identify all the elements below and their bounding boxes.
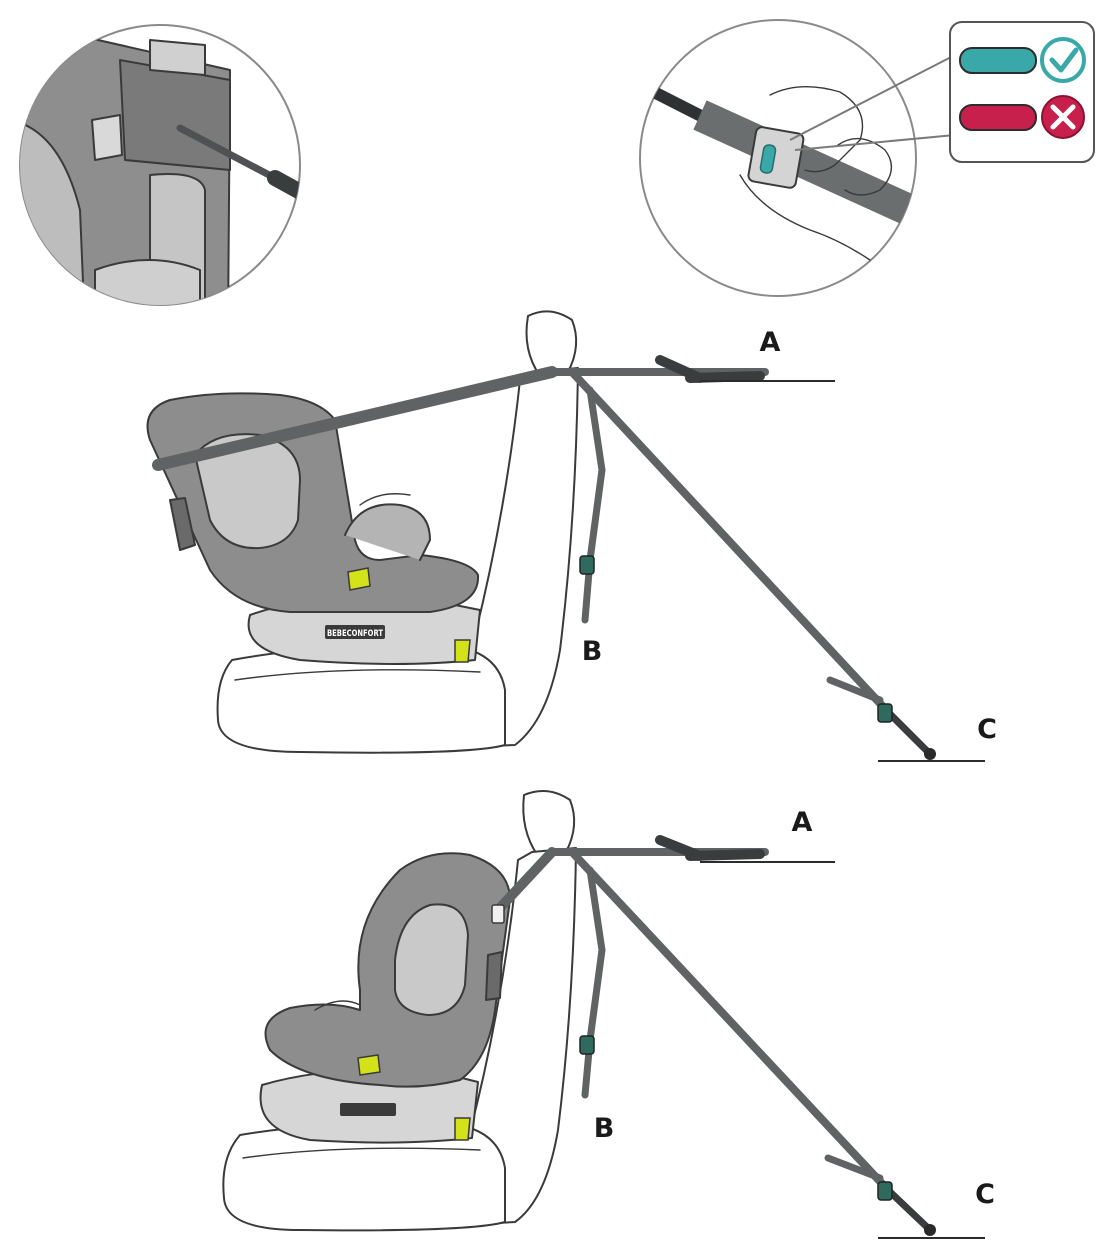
label-a-top: A: [760, 327, 781, 358]
vehicle-seat: [216, 310, 579, 754]
tether-detail-inset: [19, 24, 301, 306]
scene-rear-facing-upright: A B C: [222, 790, 995, 1239]
label-c-bottom: C: [975, 1179, 995, 1210]
base-badge: BEBECONFORT: [327, 629, 384, 639]
check-circle-icon: [1040, 37, 1086, 83]
x-circle-icon: [1041, 95, 1085, 139]
tether-straps: [152, 355, 936, 760]
label-a-bottom: A: [792, 807, 813, 838]
car-seat-base: BEBECONFORT: [247, 596, 481, 665]
label-b-top: B: [582, 636, 603, 667]
ok-indicator-bar: [959, 47, 1037, 74]
scene-rear-facing-reclined: BEBECONFORT A B C: [146, 310, 997, 762]
tension-indicator-inset: [639, 19, 1095, 297]
tether-straps: [491, 835, 936, 1236]
car-seat-shell: [264, 852, 511, 1088]
label-c-top: C: [977, 714, 997, 745]
label-b-bottom: B: [594, 1113, 615, 1144]
bad-indicator-bar: [959, 104, 1037, 131]
car-seat-base: [259, 1068, 479, 1144]
